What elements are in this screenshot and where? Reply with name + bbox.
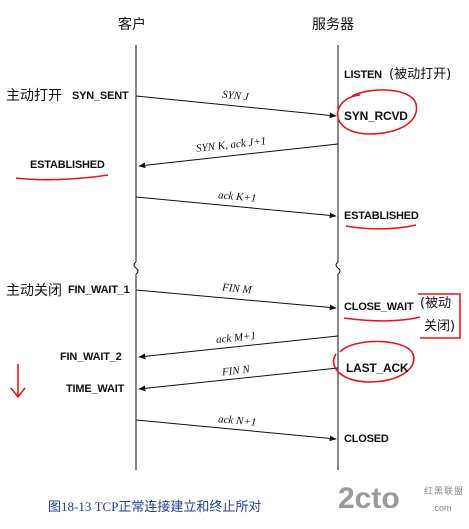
state-syn-rcvd: SYN_RCVD: [344, 109, 408, 123]
server-header: 服务器: [312, 17, 354, 33]
arrow-fin-m: [135, 289, 337, 311]
passive-close-label-line1: (被动: [420, 296, 452, 311]
watermark-site-en: .com: [432, 503, 452, 513]
highlight-box-passive-close: [418, 293, 461, 339]
figure-caption: 图18-13 TCP正常连接建立和终止所对: [48, 499, 262, 514]
client-header: 客户: [118, 17, 146, 33]
arrow-ack-k1: [135, 196, 337, 219]
highlight-down-arrow-icon: [10, 364, 26, 399]
arrow-ack-n1: [135, 419, 337, 442]
active-open-label: 主动打开: [6, 88, 62, 104]
state-closed: CLOSED: [344, 433, 389, 445]
state-fin-wait-1: FIN_WAIT_1: [68, 284, 130, 296]
watermark-logo: 2cto: [338, 482, 400, 515]
arrow-fin-n: [138, 367, 339, 392]
server-timeline-break: [335, 261, 341, 275]
highlight-underline-established-server: [345, 224, 417, 230]
arrow-syn-k-ack: [138, 143, 339, 169]
state-fin-wait-2: FIN_WAIT_2: [60, 351, 122, 363]
state-listen: LISTEN: [344, 69, 382, 81]
state-last-ack: LAST_ACK: [346, 361, 409, 375]
passive-open-label: (被动打开): [389, 67, 452, 82]
arrow-ack-m1: [138, 335, 339, 360]
highlight-underline-close-wait: [343, 316, 421, 322]
arrow-syn-j: [135, 95, 337, 119]
passive-close-label-line2: 关闭): [424, 319, 456, 334]
client-timeline-break: [133, 261, 139, 275]
state-syn-sent: SYN_SENT: [72, 90, 129, 102]
state-established-server: ESTABLISHED: [344, 210, 419, 222]
highlight-circle-syn-rcvd: [336, 89, 418, 135]
state-established-client: ESTABLISHED: [30, 159, 105, 171]
highlight-circle-last-ack: [332, 340, 415, 383]
active-close-label: 主动关闭: [6, 283, 62, 299]
state-close-wait: CLOSE_WAIT: [344, 301, 414, 313]
watermark-site-cn: 红黑联盟: [424, 487, 465, 497]
state-time-wait: TIME_WAIT: [66, 383, 125, 395]
highlight-underline-established-client: [15, 174, 109, 181]
